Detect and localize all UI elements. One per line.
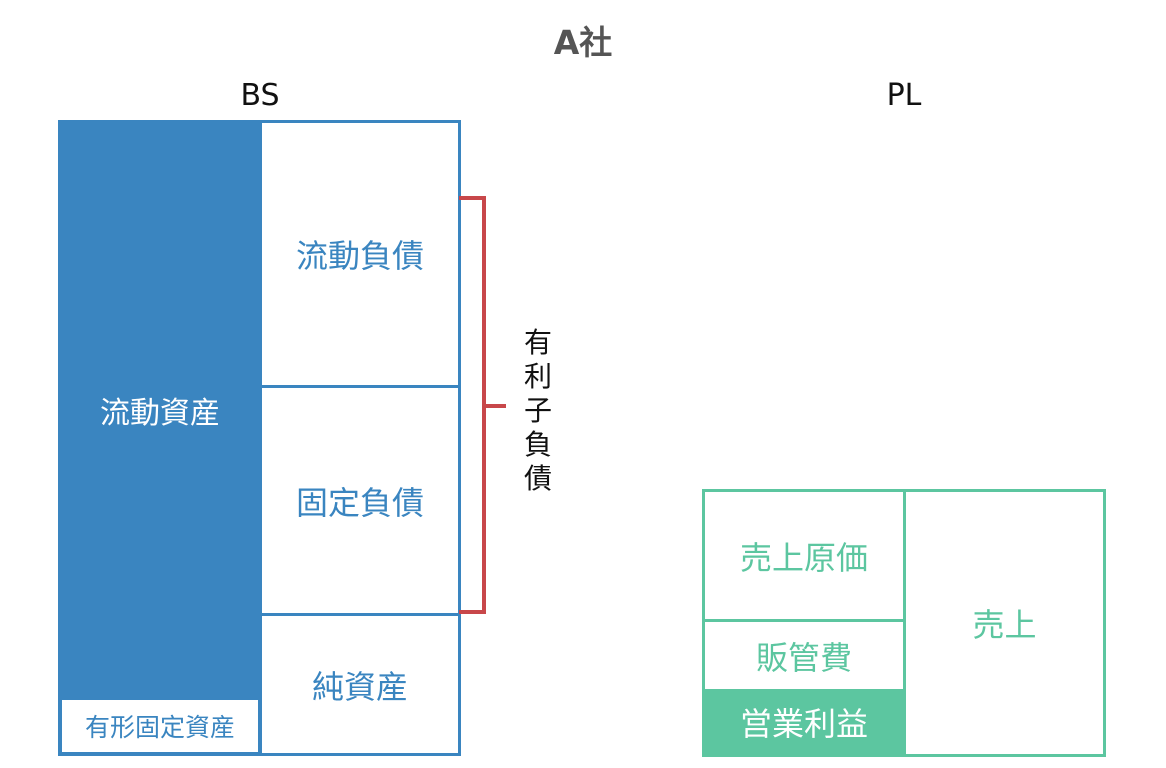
fixed-liabilities-box: 固定負債 bbox=[259, 385, 461, 613]
bs-heading: BS bbox=[240, 78, 280, 113]
bs-assets-block bbox=[58, 120, 262, 756]
pl-sales-block bbox=[903, 489, 1106, 757]
interest-bearing-debt-label: 有利子負債 bbox=[523, 326, 552, 495]
current-liabilities-box: 流動負債 bbox=[295, 237, 424, 275]
diagram-title: A社 bbox=[553, 23, 613, 62]
sales-box: 売上 bbox=[972, 606, 1037, 644]
debt-bracket-top bbox=[459, 196, 486, 200]
sga-box: 販管費 bbox=[755, 638, 852, 677]
debt-bracket bbox=[482, 196, 486, 614]
current-assets-label: 流動資産 bbox=[100, 396, 220, 431]
pl-heading: PL bbox=[886, 78, 922, 113]
fixed-assets-box: 有形固定資産 bbox=[62, 700, 258, 752]
bs-liabilities-block bbox=[259, 120, 461, 756]
operating-profit-box: 営業利益 bbox=[705, 689, 903, 754]
net-assets-box: 純資産 bbox=[259, 613, 461, 753]
debt-bracket-bottom bbox=[459, 610, 486, 614]
debt-bracket-tick bbox=[486, 404, 506, 408]
cogs-box: 売上原価 bbox=[705, 492, 903, 622]
